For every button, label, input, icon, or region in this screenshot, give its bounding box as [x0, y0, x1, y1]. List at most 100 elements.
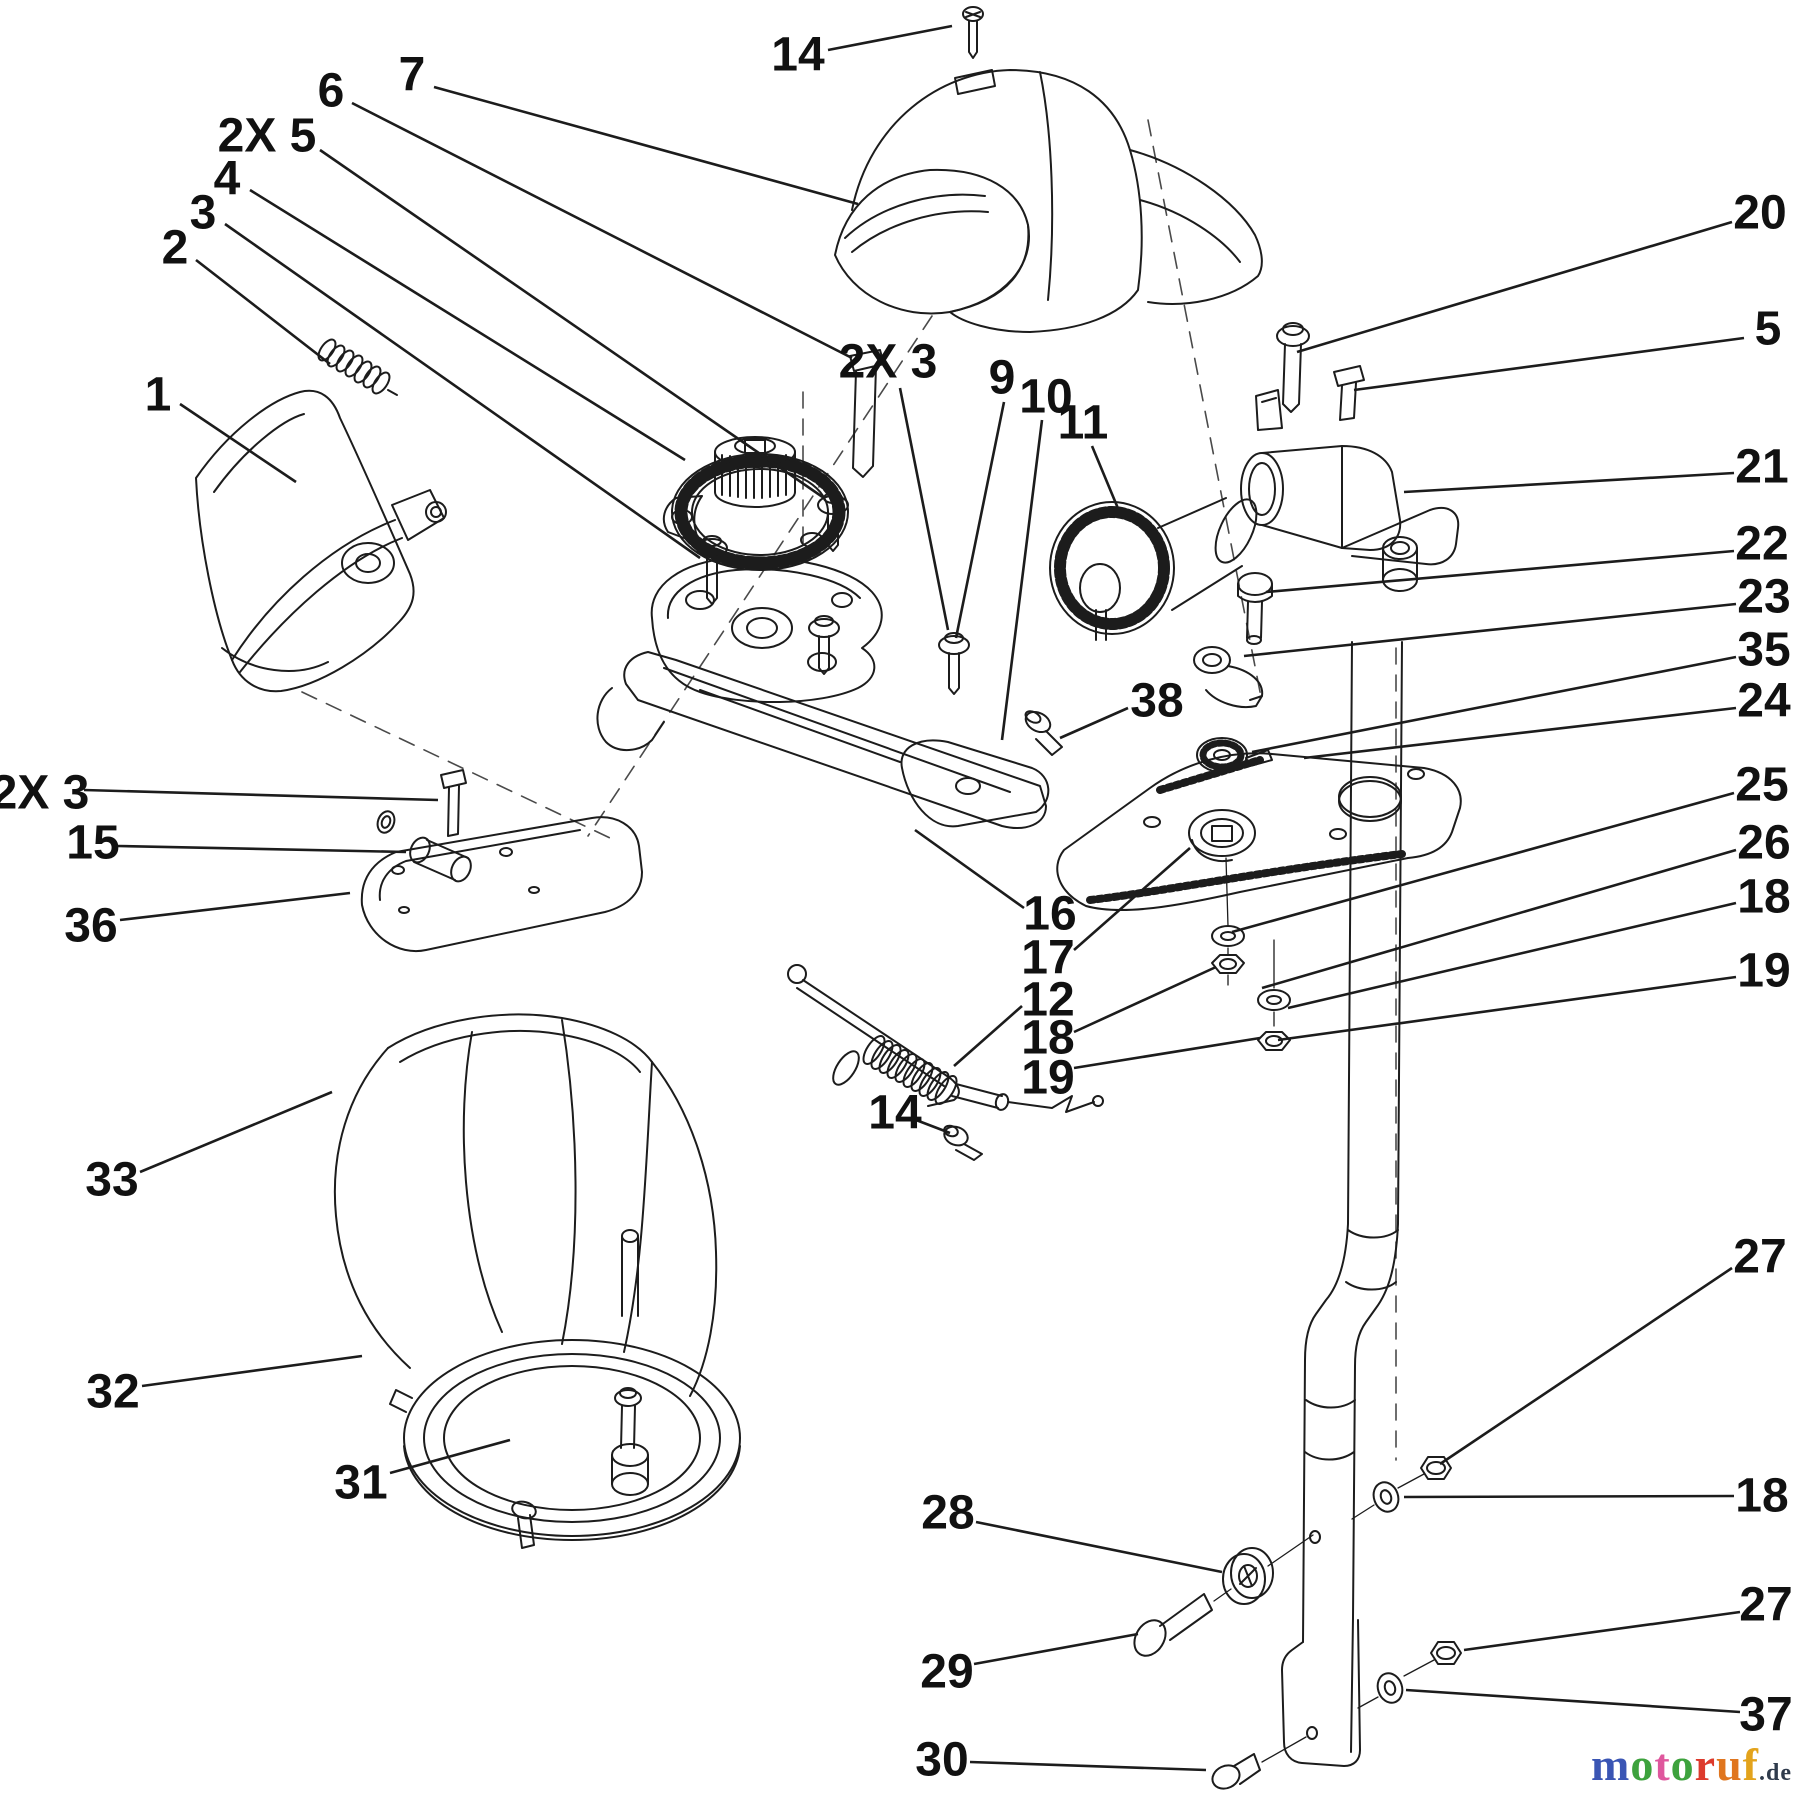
- callout-36-leader-line: [119, 891, 351, 922]
- callout-6-leader-line: [351, 101, 853, 360]
- part-cover-7: [834, 69, 1263, 333]
- callout-38: 38: [1130, 675, 1183, 728]
- screw-14-top-icon: [962, 6, 984, 59]
- callout-10: 10: [1019, 371, 1072, 424]
- callout-23: 23: [1737, 571, 1790, 624]
- watermark-letter: f: [1742, 1739, 1759, 1790]
- callout-14-low: 14: [868, 1087, 922, 1140]
- callout-29: 29: [920, 1646, 973, 1699]
- part-screw-38: [1024, 710, 1063, 756]
- callout-25: 25: [1735, 759, 1788, 812]
- callout-19-mid: 19: [1021, 1052, 1074, 1105]
- callout-38-leader-line: [1059, 706, 1129, 740]
- callout-19-right-leader-line: [1277, 975, 1737, 1042]
- callout-26: 26: [1737, 817, 1790, 870]
- part-plate-36: [360, 769, 643, 953]
- part-spring-2: [317, 338, 398, 396]
- part-swivel-plate: [650, 556, 883, 704]
- part-clamp-21: [1240, 389, 1460, 592]
- callout-27-upper-leader-line: [1439, 1266, 1733, 1466]
- callout-31: 31: [334, 1457, 387, 1510]
- callout-2x3-top: 2X 3: [839, 336, 938, 389]
- part-bolt-20: [1276, 322, 1310, 413]
- part-screw-14-low: [943, 1124, 983, 1161]
- callout-5-right: 5: [1755, 303, 1782, 356]
- callout-31-leader-line: [389, 1438, 511, 1475]
- callout-11-leader-line: [1090, 445, 1124, 519]
- part-bolt-31: [511, 1500, 537, 1549]
- callout-18-mid-leader-line: [1073, 965, 1217, 1034]
- callout-37-leader-line: [1405, 1688, 1741, 1714]
- callout-15-leader-line: [117, 844, 407, 854]
- part-ring-32: [389, 1339, 741, 1541]
- watermark-letter: r: [1694, 1739, 1717, 1790]
- callout-2x3-top-leader-line: [898, 387, 950, 631]
- callout-33: 33: [85, 1154, 138, 1207]
- watermark-text: motoruf: [1591, 1739, 1759, 1790]
- callout-6: 6: [318, 65, 345, 118]
- callout-2x3-left-leader-line: [83, 788, 439, 802]
- part-washers-nuts-plate: [1211, 857, 1291, 1051]
- watermark-letter: t: [1654, 1739, 1671, 1790]
- part-worm-gear-11: [1049, 497, 1258, 641]
- callout-32-leader-line: [141, 1354, 363, 1388]
- callout-23-leader-line: [1243, 602, 1737, 658]
- part-crank-lock-23: [1193, 646, 1264, 708]
- callout-3: 3: [190, 187, 217, 240]
- callout-27-upper: 27: [1733, 1231, 1786, 1284]
- callout-3-leader-line: [224, 222, 701, 560]
- callout-12: 12: [1021, 974, 1074, 1027]
- part-rod-assembly: [1281, 641, 1403, 1767]
- watermark-letter: m: [1591, 1739, 1631, 1790]
- callout-2: 2: [162, 222, 189, 275]
- callout-32: 32: [86, 1366, 139, 1419]
- watermark-logo: motoruf.de: [1591, 1738, 1792, 1791]
- callout-28: 28: [921, 1487, 974, 1540]
- callout-14-top: 14: [771, 29, 825, 82]
- callout-33-leader-line: [139, 1090, 333, 1174]
- watermark-letter: o: [1670, 1739, 1695, 1790]
- part-deflector-1: [195, 389, 447, 693]
- callout-21: 21: [1735, 441, 1788, 494]
- callout-17: 17: [1021, 932, 1074, 985]
- callout-11: 11: [1058, 397, 1109, 450]
- callout-20-leader-line: [1296, 220, 1733, 354]
- callout-20: 20: [1733, 187, 1786, 240]
- callout-30: 30: [915, 1734, 968, 1787]
- callout-4-leader-line: [249, 188, 686, 462]
- callout-2-leader-line: [195, 258, 331, 366]
- part-chute-33: [333, 1013, 718, 1496]
- callout-24-leader-line: [1303, 706, 1737, 760]
- callout-2x3-left: 2X 3: [0, 767, 89, 820]
- callout-9-leader-line: [954, 401, 1006, 639]
- callout-35: 35: [1737, 624, 1790, 677]
- watermark-letter: o: [1630, 1739, 1655, 1790]
- callout-19-right: 19: [1737, 945, 1790, 998]
- callout-14-top-leader-line: [827, 24, 953, 52]
- callout-36: 36: [64, 900, 117, 953]
- callout-24: 24: [1737, 675, 1791, 728]
- part-shoulder-bolt-22: [1237, 572, 1273, 645]
- construction-lines: [301, 119, 1397, 1461]
- callout-7: 7: [399, 49, 426, 102]
- callout-15: 15: [66, 817, 119, 870]
- callout-22: 22: [1735, 518, 1788, 571]
- callout-18-mid: 18: [1021, 1012, 1074, 1065]
- callout-19-mid-leader-line: [1073, 1036, 1261, 1070]
- callout-25-leader-line: [1231, 791, 1735, 934]
- callout-29-leader-line: [973, 1632, 1139, 1666]
- callout-27-lower: 27: [1739, 1579, 1792, 1632]
- callout-4: 4: [214, 153, 241, 206]
- callout-14-low-leader-line: [915, 1118, 951, 1135]
- callout-18-right: 18: [1737, 871, 1790, 924]
- callout-1-leader-line: [179, 402, 297, 484]
- callout-22-leader-line: [1265, 549, 1735, 594]
- callout-10-leader-line: [1000, 419, 1044, 741]
- part-lower-hardware: [1133, 1456, 1462, 1790]
- watermark-suffix: .de: [1759, 1760, 1792, 1786]
- callout-9: 9: [989, 352, 1016, 405]
- callout-27-lower-leader-line: [1463, 1610, 1741, 1652]
